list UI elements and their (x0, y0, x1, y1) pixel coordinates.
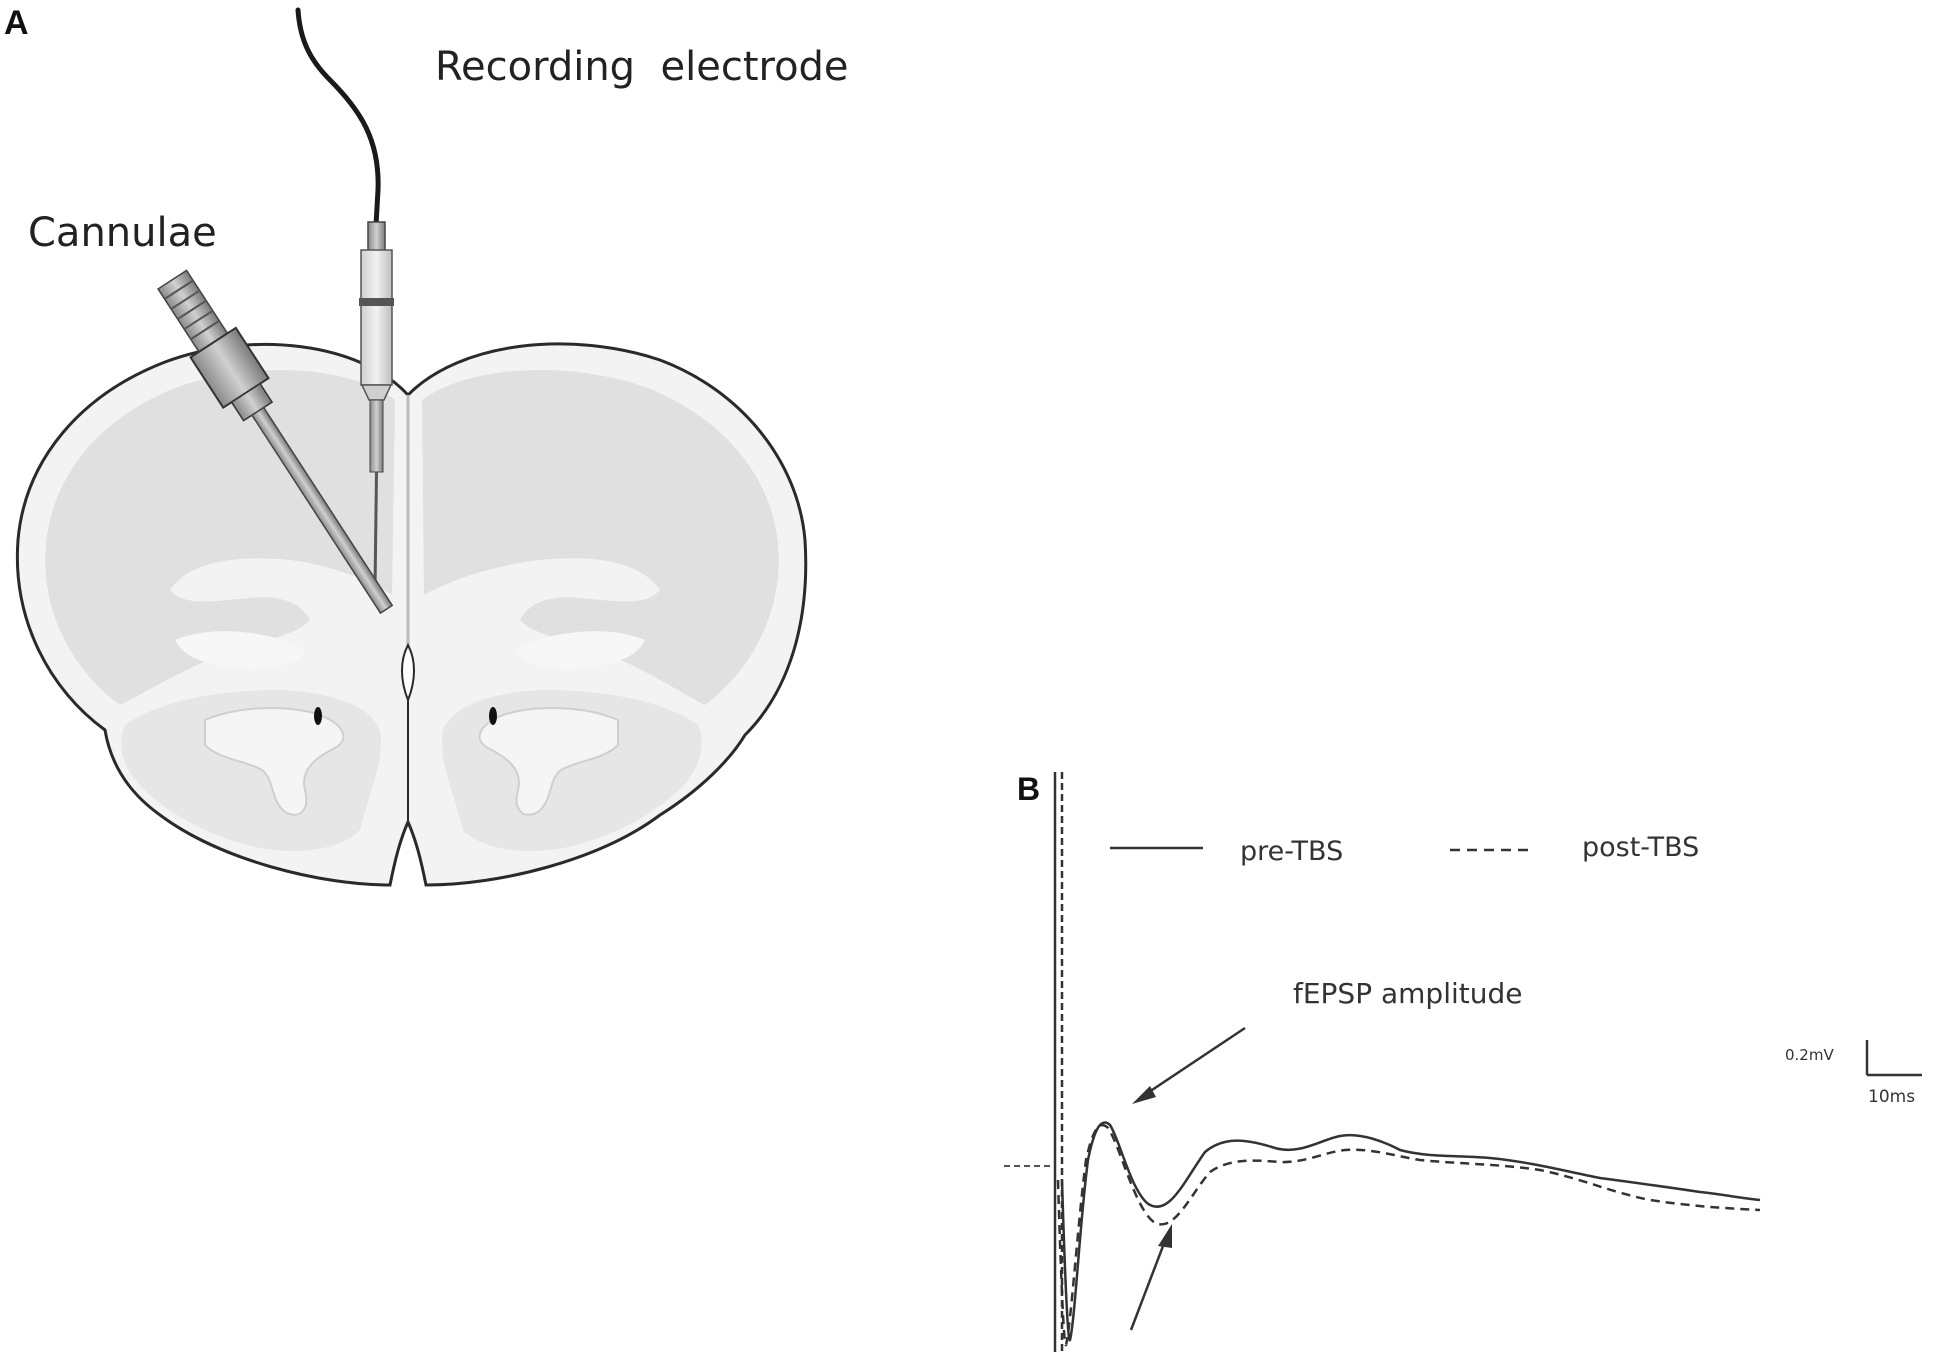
electrode-wire (295, 7, 381, 228)
fepsp-amplitude-label: fEPSP amplitude (1293, 977, 1522, 1010)
panel-b: B pre-TBS post-TBS fEPSP amplitude (1004, 771, 1922, 1352)
right-ventricle-mark (489, 707, 497, 725)
brain-section (15, 342, 808, 887)
right-hippocampus-inner (478, 707, 619, 816)
panel-b-letter: B (1017, 771, 1040, 807)
amplitude-arrow-lower (1129, 1224, 1172, 1331)
electrode-connector (367, 221, 386, 253)
legend-pre-label: pre-TBS (1240, 836, 1343, 867)
post-tbs-trace (1056, 1123, 1761, 1347)
scale-bar: 0.2mV 10ms (1785, 1040, 1922, 1107)
electrode-taper (360, 384, 393, 401)
right-cortex (422, 369, 779, 705)
electrode-band (359, 298, 394, 306)
pre-tbs-trace (1060, 1121, 1761, 1342)
recording-electrode (295, 7, 394, 591)
scale-bar-time-label: 10ms (1868, 1087, 1915, 1107)
amplitude-arrow-upper (1132, 1026, 1246, 1104)
electrode-shaft (369, 399, 384, 473)
left-cortex (45, 369, 395, 705)
legend-post-label: post-TBS (1582, 832, 1699, 863)
legend: pre-TBS post-TBS (1110, 832, 1699, 867)
electrode-tip (373, 471, 378, 591)
cannulae-label: Cannulae (28, 210, 217, 256)
cannulae (157, 269, 394, 615)
panel-a-letter: A (4, 4, 29, 42)
right-white-matter (515, 631, 645, 669)
scale-bar-voltage-label: 0.2mV (1785, 1046, 1834, 1064)
left-ventricle-mark (314, 707, 322, 725)
electrode-body (360, 249, 393, 386)
recording-electrode-label: Recording electrode (435, 44, 849, 90)
left-white-matter (175, 631, 305, 669)
cannula-needle (250, 406, 394, 615)
panel-a: A Recording electrode Cannulae (4, 4, 849, 887)
left-hippocampus-inner (204, 707, 345, 816)
